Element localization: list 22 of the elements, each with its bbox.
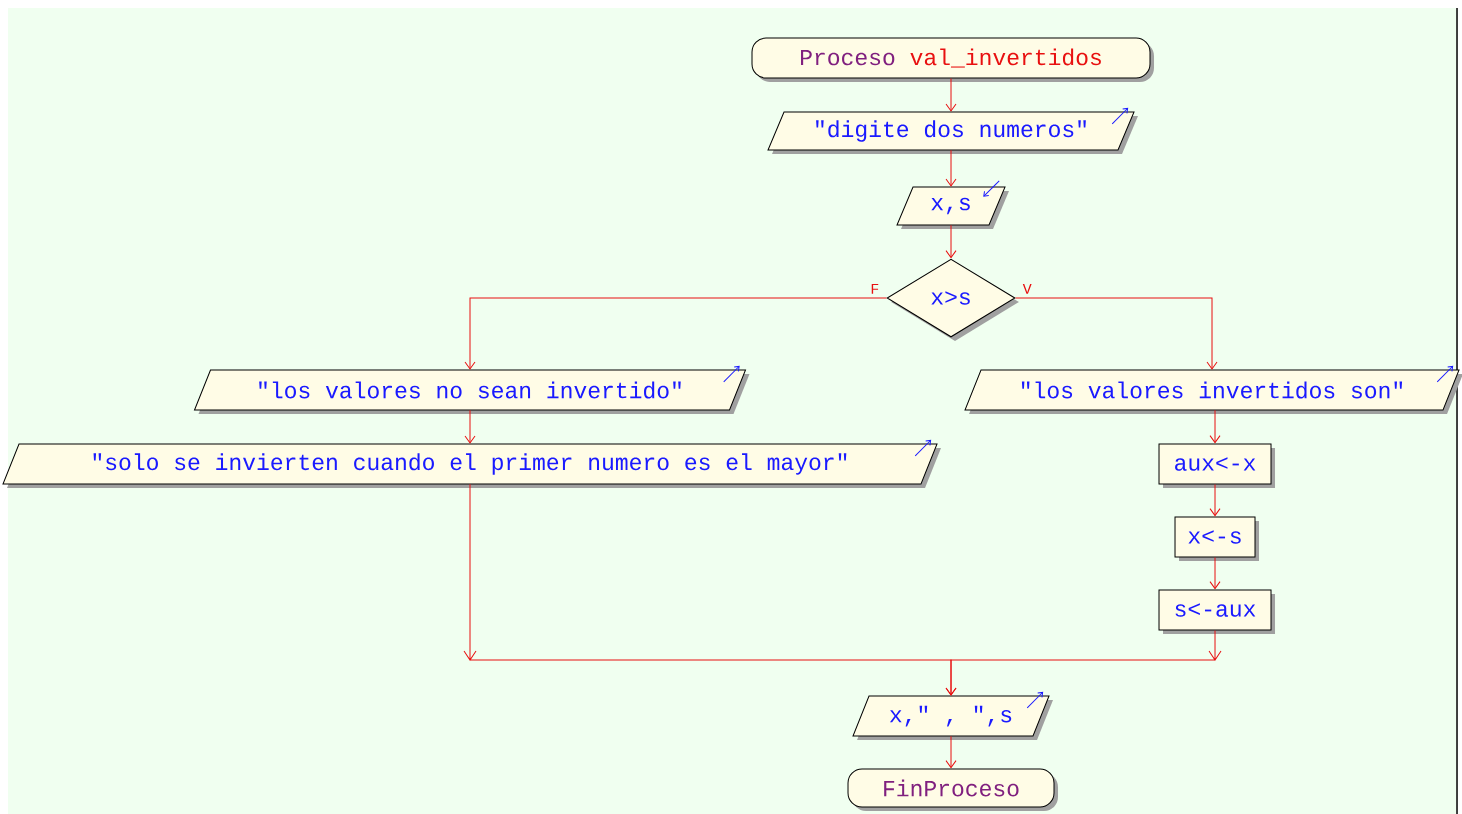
- arrow: [945, 149, 957, 187]
- arrow: [945, 224, 957, 259]
- arrow: [1015, 297, 1218, 370]
- io-parallelogram: x,s: [896, 186, 1009, 229]
- arrow: [945, 630, 1222, 696]
- arrow: [1209, 484, 1221, 517]
- io-parallelogram: "digite dos numeros": [767, 111, 1138, 154]
- process-box: x<-s: [1174, 516, 1259, 561]
- process-box: s<-aux: [1158, 589, 1275, 634]
- arrow: [1209, 557, 1221, 590]
- arrow: [1209, 409, 1221, 444]
- process-box: aux<-x: [1158, 443, 1275, 488]
- io-parallelogram: x," , ",s: [852, 695, 1053, 740]
- io-parallelogram: "los valores no sean invertido": [194, 369, 750, 414]
- arrow: [464, 409, 476, 444]
- io-parallelogram: "solo se invierten cuando el primer numero es el mayor": [2, 443, 941, 488]
- arrow: [945, 78, 957, 112]
- arrow: [945, 735, 957, 769]
- branch-label: F: [871, 283, 879, 294]
- arrow: [464, 297, 887, 370]
- branch-label: V: [1022, 283, 1032, 294]
- io-parallelogram: "los valores invertidos son": [964, 369, 1462, 414]
